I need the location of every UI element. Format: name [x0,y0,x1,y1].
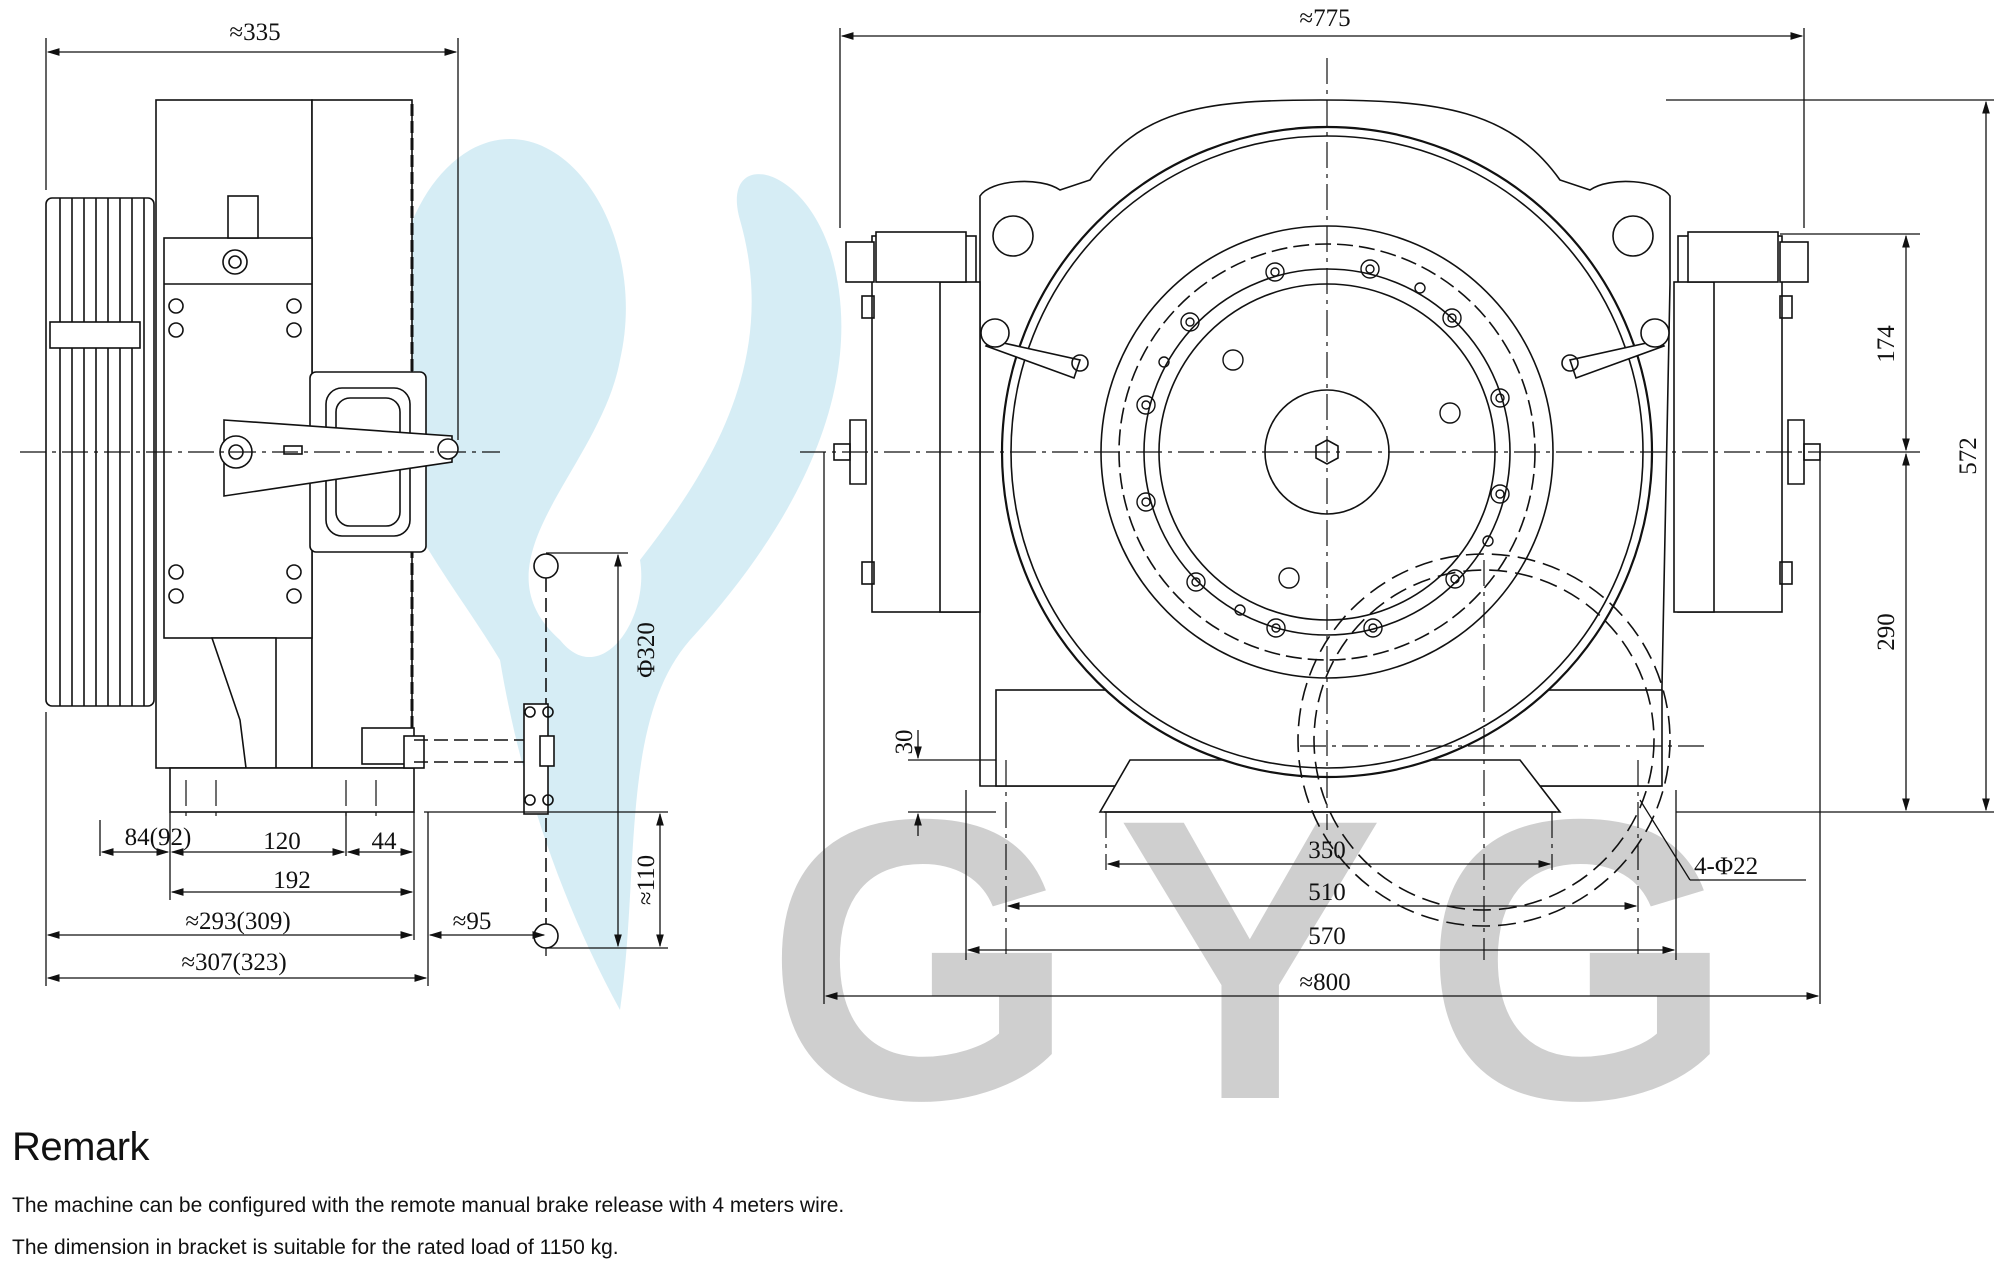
dim-84: 84(92) [125,824,192,851]
mounting-circle [1297,553,1671,927]
dim-572: 572 [1955,437,1982,475]
dim-570: 570 [1308,923,1346,950]
remark-title: Remark [12,1125,150,1169]
dim-192: 192 [273,867,311,894]
dim-phi320: Φ320 [633,622,660,678]
front-view-dimensions [823,28,1994,1004]
front-view-centerlines [800,58,1830,960]
watermark-drop [374,139,842,1010]
base-plate [169,767,415,813]
dim-290: 290 [1873,613,1900,651]
dim-350: 350 [1308,837,1346,864]
brake-caliper-left [833,231,1089,613]
side-view-dimensions [45,38,668,986]
dim-174: 174 [1873,325,1900,363]
bolt-ring [1136,259,1510,638]
dim-4-phi22: 4-Φ22 [1694,853,1758,880]
dim-335: ≈335 [229,19,280,46]
front-view-dimension-labels: ≈775 174 572 290 30 350 510 570 ≈800 4-Φ… [891,5,1982,996]
dim-95: ≈95 [453,908,492,935]
side-view [45,99,559,949]
remark-line-2: The dimension in bracket is suitable for… [12,1236,619,1259]
dim-30: 30 [891,730,918,755]
dim-293: ≈293(309) [185,908,290,935]
dim-510: 510 [1308,879,1346,906]
remark-line-1: The machine can be configured with the r… [12,1194,845,1217]
dim-800: ≈800 [1299,969,1350,996]
side-view-dimension-labels: ≈335 Φ320 ≈110 84(92) 120 44 192 ≈293(30… [125,19,660,976]
dim-307: ≈307(323) [181,949,286,976]
dim-110: ≈110 [633,855,660,905]
brake-lever [223,419,453,497]
dim-775: ≈775 [1299,5,1350,32]
dim-44: 44 [372,828,398,855]
brake-caliper-right [1561,231,1821,613]
dim-120: 120 [263,828,301,855]
